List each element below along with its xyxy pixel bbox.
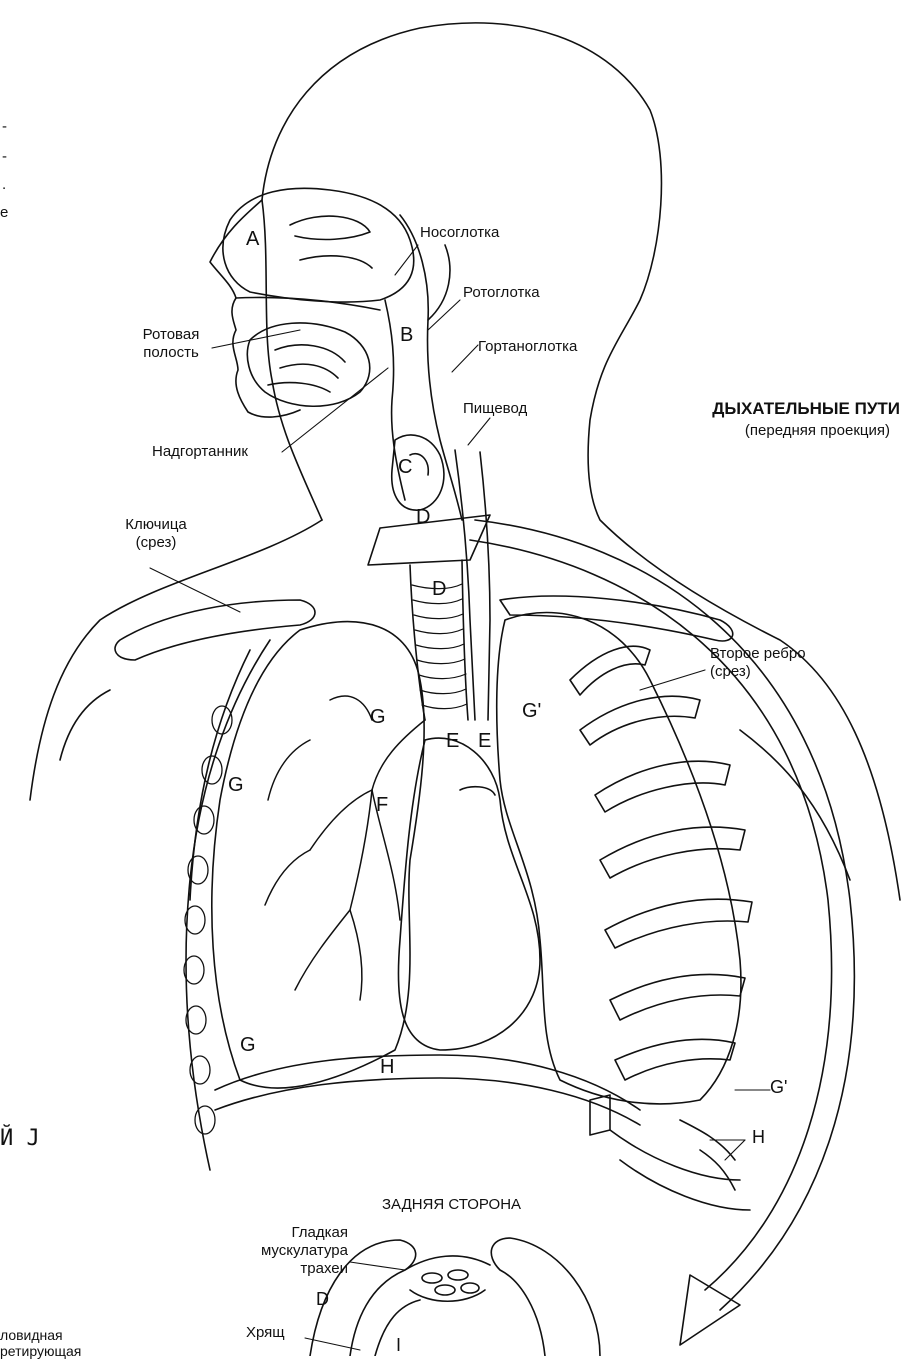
letter-f: F (376, 796, 388, 814)
letter-e: E (446, 732, 459, 750)
clavicle-right (500, 596, 733, 641)
letter-c: C (398, 458, 412, 476)
label-second-rib: Второе ребро (срез) (710, 645, 806, 681)
heart (398, 738, 540, 1050)
label-cartilage: Хрящ (246, 1324, 285, 1342)
label-oral-cavity: Ротовая полость (130, 326, 212, 362)
label-clavicle: Ключица (срез) (108, 516, 204, 552)
margin-mark-3: . (2, 176, 6, 194)
letter-a: A (246, 230, 259, 248)
letter-g-prime-2: G' (770, 1078, 787, 1096)
label-laryngopharynx: Гортаноглотка (478, 338, 577, 356)
letter-b: B (400, 326, 413, 344)
letter-h-2: H (752, 1128, 765, 1146)
trachea-rings (412, 584, 467, 709)
pharynx-wall (428, 245, 450, 320)
label-epiglottis: Надгортанник (152, 443, 248, 461)
letter-g-3: G (240, 1036, 256, 1054)
shoulder-left (30, 520, 322, 800)
letter-g: G (370, 708, 386, 726)
chest-wall-left (186, 640, 270, 1170)
margin-glyphs: Й J (0, 1130, 40, 1148)
letter-e-2: E (478, 732, 491, 750)
curved-arrow (475, 520, 854, 1310)
label-back-side: ЗАДНЯЯ СТОРОНА (382, 1196, 521, 1214)
label-nasopharynx: Носоглотка (420, 224, 499, 242)
body-outline (262, 23, 900, 900)
diagram-title: ДЫХАТЕЛЬНЫЕ ПУТИ (600, 400, 900, 418)
margin-mark-2: - (2, 148, 7, 166)
label-esophagus: Пищевод (463, 400, 527, 418)
arm-right (740, 730, 850, 880)
diaphragm (215, 1055, 640, 1110)
diagram-subtitle: (передняя проекция) (600, 422, 890, 440)
lung-left (497, 613, 741, 1104)
letter-d-2: D (432, 580, 446, 598)
trachea-section (310, 1238, 600, 1356)
letter-g-2: G (228, 776, 244, 794)
letter-g-prime: G' (522, 702, 541, 720)
lung-right (212, 622, 424, 1089)
trachea-right (462, 560, 468, 720)
ribs-cut (570, 646, 752, 1080)
margin-mark-4: е (0, 204, 8, 222)
letter-d: D (416, 508, 430, 526)
margin-mark-1: - (2, 118, 7, 136)
letter-d-3: D (316, 1290, 329, 1308)
diaphragm-cut (590, 1095, 610, 1135)
letter-h: H (380, 1058, 394, 1076)
arm-left-inner (60, 690, 110, 760)
clavicle-left (115, 600, 315, 660)
label-smooth-muscle: Гладкая мускулатура трахеи (218, 1224, 348, 1278)
label-cut-left-2: ретирующая (0, 1342, 81, 1360)
bronchial-tree (265, 696, 425, 1000)
hard-palate (236, 298, 380, 311)
letter-i: I (396, 1336, 401, 1354)
label-oropharynx: Ротоглотка (463, 284, 540, 302)
